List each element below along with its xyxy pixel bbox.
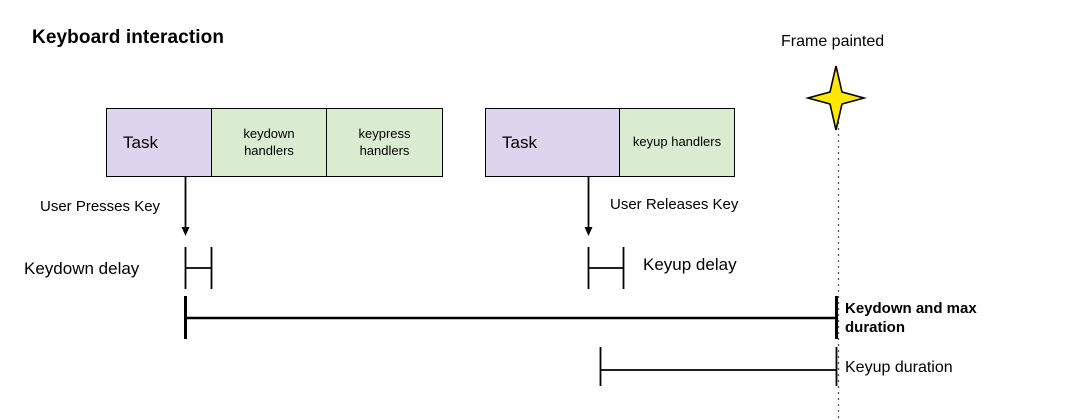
page-title: Keyboard interaction bbox=[32, 27, 225, 48]
user-releases-key-label: User Releases Key bbox=[610, 196, 739, 213]
task-box-keyup: Task bbox=[485, 108, 620, 177]
keydown-handlers-box: keydown handlers bbox=[211, 108, 327, 177]
task-box-keyup-label: Task bbox=[502, 132, 537, 152]
keydown-event-connector bbox=[181, 177, 190, 236]
keypress-handlers-label-line2: handlers bbox=[359, 142, 410, 158]
keydown-handlers-label: keydown handlers bbox=[243, 126, 294, 159]
keyup-duration-bar bbox=[599, 347, 838, 386]
keyup-handlers-label: keyup handlers bbox=[632, 134, 722, 150]
keypress-handlers-label-line1: keypress bbox=[358, 126, 411, 142]
keypress-handlers-box: keypress handlers bbox=[326, 108, 443, 177]
keyup-handlers-box: keyup handlers bbox=[619, 108, 735, 177]
keyup-event-connector bbox=[584, 177, 593, 236]
keydown-handlers-label-line1: keydown bbox=[243, 126, 295, 142]
keyup-delay-bracket bbox=[587, 247, 625, 289]
keyup-duration-label: Keyup duration bbox=[845, 359, 953, 376]
keydown-max-duration-label-line2: duration bbox=[845, 318, 905, 336]
keydown-delay-bracket bbox=[184, 247, 213, 289]
frame-painted-label: Frame painted bbox=[781, 33, 885, 50]
keydown-max-duration-label: Keydown and max duration bbox=[845, 300, 1025, 338]
task-box-keydown-label: Task bbox=[123, 132, 158, 152]
keydown-max-duration-label-line1: Keydown and max bbox=[845, 300, 977, 317]
keypress-handlers-label: keypress handlers bbox=[358, 126, 410, 159]
keyup-delay-label: Keyup delay bbox=[643, 255, 737, 274]
task-box-keydown: Task bbox=[106, 108, 212, 177]
keydown-handlers-label-line2: handlers bbox=[244, 142, 294, 158]
keydown-delay-label: Keydown delay bbox=[24, 259, 140, 278]
keydown-max-duration-bar bbox=[184, 296, 838, 339]
user-presses-key-label: User Presses Key bbox=[40, 198, 161, 215]
four-point-star-icon bbox=[804, 65, 868, 131]
